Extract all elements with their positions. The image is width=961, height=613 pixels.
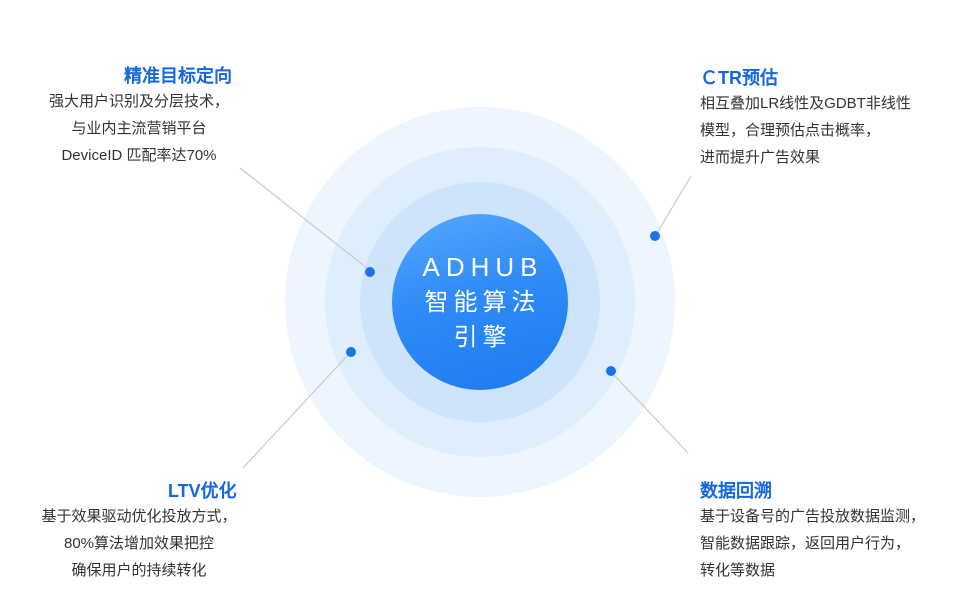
callout-body-ctr-estimation: 相互叠加LR线性及GDBT非线性 模型，合理预估点击概率， 进而提升广告效果 <box>700 90 950 171</box>
callout-line: 模型，合理预估点击概率， <box>700 122 881 139</box>
callout-body-ltv-optimization: 基于效果驱动优化投放方式， 80%算法增加效果把控 确保用户的持续转化 <box>22 503 256 584</box>
callout-line: 转化等数据 <box>700 562 776 579</box>
callout-line: 确保用户的持续转化 <box>71 562 207 579</box>
callout-line: 强大用户识别及分层技术， <box>48 93 229 110</box>
callout-title-ctr-estimation: ＣTR预估 <box>700 68 778 88</box>
engine-title-line1: 智能算法 <box>424 288 541 316</box>
callout-line: 相互叠加LR线性及GDBT非线性 <box>700 95 911 112</box>
callout-body-precise-targeting: 强大用户识别及分层技术， 与业内主流营销平台 DeviceID 匹配率达70% <box>30 88 248 169</box>
callout-line: 与业内主流营销平台 <box>71 120 207 137</box>
callout-line: 智能数据跟踪，返回用户行为， <box>700 535 911 552</box>
callout-title-ltv-optimization: LTV优化 <box>168 481 237 501</box>
callout-line: 80%算法增加效果把控 <box>63 535 215 552</box>
callout-body-data-backtracking: 基于设备号的广告投放数据监测， 智能数据跟踪，返回用户行为， 转化等数据 <box>700 503 955 584</box>
callout-line: DeviceID 匹配率达70% <box>61 147 217 164</box>
engine-core-circle: ADHUB 智能算法 引擎 <box>392 214 568 390</box>
callout-title-data-backtracking: 数据回溯 <box>700 481 772 501</box>
callout-line: 进而提升广告效果 <box>700 149 821 166</box>
callout-line: 基于效果驱动优化投放方式， <box>41 508 237 525</box>
callout-title-precise-targeting: 精准目标定向 <box>124 66 232 86</box>
connector-line-top-right <box>656 175 692 234</box>
engine-brand-text: ADHUB <box>422 251 544 282</box>
callout-line: 基于设备号的广告投放数据监测， <box>700 508 926 525</box>
engine-title-line2: 引擎 <box>453 323 512 351</box>
